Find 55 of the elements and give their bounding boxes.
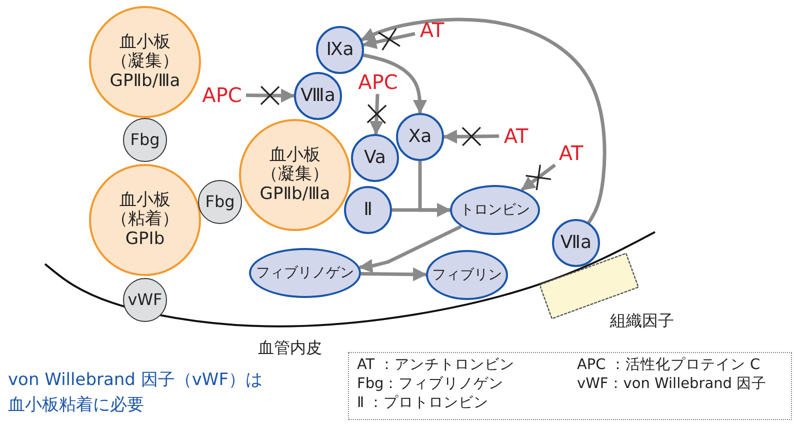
node-label: AT <box>558 142 584 164</box>
node-label: Ⅶa <box>560 232 592 254</box>
legend-entry: vWF：von Willebrand 因子 <box>577 375 768 394</box>
node-label: Fbg <box>130 130 160 150</box>
platelet-circle <box>239 119 351 231</box>
protein-circle <box>198 180 242 224</box>
node-label: 血小板 <box>120 32 170 52</box>
node-label: APC <box>202 84 242 106</box>
arrow <box>392 203 451 217</box>
node-label: APC <box>358 70 398 94</box>
node-label: GPⅠb <box>125 230 165 250</box>
legend-entry: Ⅱ ：プロトロンビン <box>357 394 490 413</box>
factor-circle <box>552 219 600 267</box>
legend-entry: Fbg：フィブリノゲン <box>357 375 505 394</box>
factor-circle <box>316 26 364 74</box>
inhibited-arrow <box>244 86 294 106</box>
arrow <box>363 53 427 114</box>
factor-circle <box>351 134 399 182</box>
node-label: vWF <box>128 290 162 310</box>
arrow <box>360 18 606 224</box>
node-label: フィブリン <box>432 266 502 284</box>
inhibited-arrow <box>363 28 416 50</box>
node-label: Va <box>364 148 386 168</box>
node-label: AT <box>420 18 444 42</box>
node-label: （凝集） <box>111 52 179 72</box>
node-label: Fbg <box>205 192 235 212</box>
inhibited-arrow <box>366 94 387 134</box>
node-label: 血小板 <box>270 146 320 165</box>
node-label: トロンビン <box>460 202 530 218</box>
protein-circle <box>123 278 167 322</box>
node-label: Ⅸa <box>326 40 354 60</box>
node-label: 組織因子 <box>610 312 674 330</box>
node-label: Xa <box>408 126 432 148</box>
inhibited-arrow <box>444 126 501 146</box>
node-label: （凝集） <box>261 165 329 185</box>
node-label: （粘着） <box>111 210 179 230</box>
arrow <box>358 224 462 273</box>
node-label: GPⅡb/Ⅲa <box>110 72 180 92</box>
protein-circle <box>123 118 167 162</box>
node-label: Ⅱ <box>364 200 372 220</box>
inhibited-arrow <box>520 164 556 192</box>
factor-circle <box>450 185 540 235</box>
node-label: 血小板 <box>120 190 170 210</box>
factor-circle <box>294 72 342 120</box>
node-label: Ⅷa <box>300 86 336 106</box>
legend-entry: AT ：アンチトロンビン <box>357 356 516 375</box>
node-label: フィブリノゲン <box>256 264 354 282</box>
node-label: GPⅡb/Ⅲa <box>260 184 330 204</box>
vessel-label: 血管内皮 <box>258 337 322 359</box>
arrow <box>360 267 427 282</box>
note-text: von Willebrand 因子（vWF）は血小板粘着に必要 <box>8 369 264 417</box>
factor-circle <box>344 186 392 234</box>
legend-entry: APC ：活性化プロテイン C <box>577 356 762 375</box>
node-label: AT <box>504 124 528 148</box>
factor-circle <box>396 113 444 161</box>
